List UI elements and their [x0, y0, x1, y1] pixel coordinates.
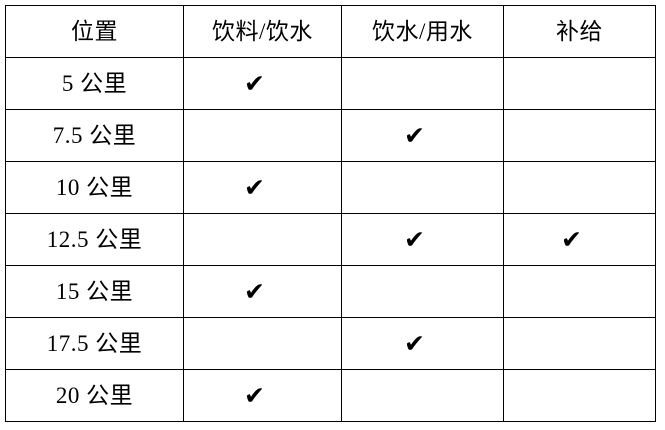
cell-supply	[503, 317, 656, 370]
cell-location: 5 公里	[5, 57, 184, 110]
check-icon: ✔	[244, 173, 265, 202]
column-header-location-label: 位置	[71, 19, 118, 44]
cell-supply	[503, 57, 656, 110]
cell-drink	[183, 317, 342, 370]
location-label: 17.5 公里	[46, 331, 143, 356]
table-row: 12.5 公里 ✔ ✔	[5, 213, 656, 266]
cell-water	[341, 265, 504, 318]
cell-water: ✔	[341, 109, 504, 162]
table-row: 15 公里 ✔	[5, 265, 656, 318]
column-header-location: 位置	[5, 5, 184, 58]
cell-location: 7.5 公里	[5, 109, 184, 162]
cell-supply: ✔	[503, 213, 656, 266]
column-header-water: 饮水/用水	[341, 5, 504, 58]
table-row: 7.5 公里 ✔	[5, 109, 656, 162]
location-label: 10 公里	[55, 175, 134, 200]
cell-water: ✔	[341, 317, 504, 370]
cell-drink: ✔	[183, 57, 342, 110]
aid-station-table: 位置 饮料/饮水 饮水/用水 补给 5 公里✔7.5 公里✔10 公里✔12.5…	[5, 5, 656, 422]
cell-water	[341, 369, 504, 422]
location-label: 5 公里	[61, 71, 128, 96]
column-header-supply: 补给	[503, 5, 656, 58]
column-header-drink-label: 饮料/饮水	[212, 19, 313, 44]
location-label: 15 公里	[55, 279, 134, 304]
cell-drink: ✔	[183, 161, 342, 214]
location-label: 7.5 公里	[52, 123, 137, 148]
location-label: 20 公里	[55, 383, 134, 408]
cell-location: 20 公里	[5, 369, 184, 422]
check-icon: ✔	[404, 121, 425, 150]
aid-station-table-container: 位置 饮料/饮水 饮水/用水 补给 5 公里✔7.5 公里✔10 公里✔12.5…	[5, 5, 656, 422]
table-header-row: 位置 饮料/饮水 饮水/用水 补给	[5, 5, 656, 58]
cell-location: 15 公里	[5, 265, 184, 318]
cell-water	[341, 161, 504, 214]
cell-location: 12.5 公里	[5, 213, 184, 266]
cell-supply	[503, 109, 656, 162]
location-label: 12.5 公里	[46, 227, 143, 252]
cell-drink: ✔	[183, 265, 342, 318]
cell-drink: ✔	[183, 369, 342, 422]
cell-supply	[503, 161, 656, 214]
cell-drink	[183, 109, 342, 162]
cell-supply	[503, 265, 656, 318]
check-icon: ✔	[244, 277, 265, 306]
check-icon: ✔	[561, 225, 582, 254]
table-row: 17.5 公里 ✔	[5, 317, 656, 370]
cell-water	[341, 57, 504, 110]
cell-water: ✔	[341, 213, 504, 266]
column-header-water-label: 饮水/用水	[372, 19, 473, 44]
table-header: 位置 饮料/饮水 饮水/用水 补给	[5, 5, 656, 58]
check-icon: ✔	[244, 69, 265, 98]
cell-drink	[183, 213, 342, 266]
table-body: 5 公里✔7.5 公里✔10 公里✔12.5 公里✔✔15 公里✔17.5 公里…	[5, 57, 656, 422]
check-icon: ✔	[404, 225, 425, 254]
cell-supply	[503, 369, 656, 422]
cell-location: 17.5 公里	[5, 317, 184, 370]
table-row: 5 公里 ✔	[5, 57, 656, 110]
table-row: 10 公里 ✔	[5, 161, 656, 214]
column-header-supply-label: 补给	[556, 19, 603, 44]
column-header-drink: 饮料/饮水	[183, 5, 342, 58]
check-icon: ✔	[404, 329, 425, 358]
cell-location: 10 公里	[5, 161, 184, 214]
table-row: 20 公里 ✔	[5, 369, 656, 422]
check-icon: ✔	[244, 381, 265, 410]
